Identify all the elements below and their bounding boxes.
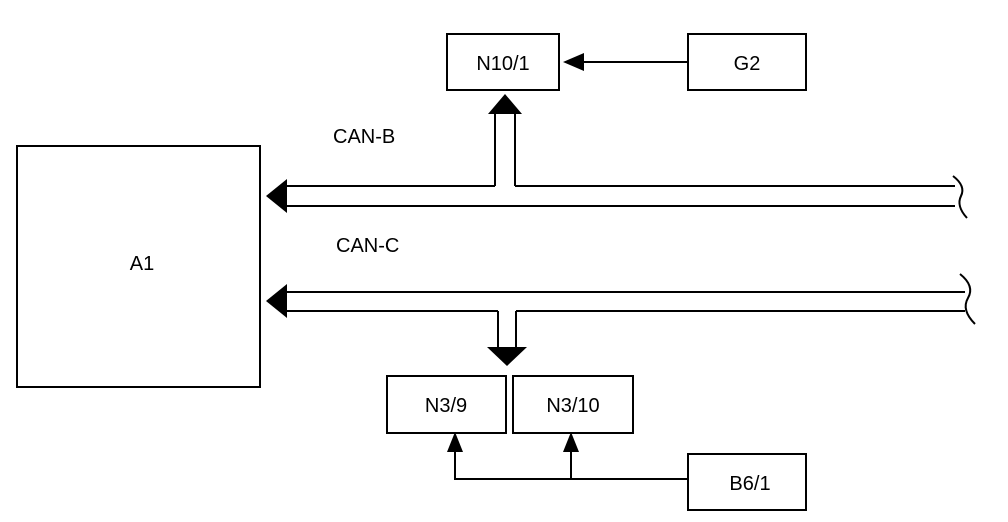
sensor-b6-1[interactable]: B6/1 [687,453,807,511]
can-c-arrowhead-icon [266,284,287,318]
n3-10-arrowhead-icon [563,432,579,452]
module-n3-10[interactable]: N3/10 [512,375,634,434]
module-a1-label: A1 [130,253,154,275]
can-c-label: CAN-C [336,235,399,257]
module-n3-9-label: N3/9 [425,395,467,417]
signal-b6-1-to-n3 [447,432,688,480]
module-a1[interactable]: A1 [16,145,261,388]
module-n10-1-label: N10/1 [476,53,529,75]
module-n10-1[interactable]: N10/1 [446,33,560,91]
can-b-arrowhead-icon [266,179,287,213]
module-g2[interactable]: G2 [687,33,807,91]
can-c-bus: CAN-C [266,235,976,366]
can-b-break-icon [952,175,968,219]
can-b-bus: CAN-B [266,94,968,219]
can-b-branch-arrowhead-icon [488,94,522,114]
sensor-b6-1-label: B6/1 [729,473,770,495]
can-c-break-icon [959,273,976,325]
module-g2-label: G2 [734,53,761,75]
module-n3-9[interactable]: N3/9 [386,375,507,434]
can-c-branch-arrowhead-icon [487,347,527,366]
n3-9-arrowhead-icon [447,432,463,452]
module-n3-10-label: N3/10 [546,395,599,417]
can-b-label: CAN-B [333,126,395,148]
arrowhead-icon [563,53,584,71]
signal-g2-to-n10-1 [563,53,688,71]
